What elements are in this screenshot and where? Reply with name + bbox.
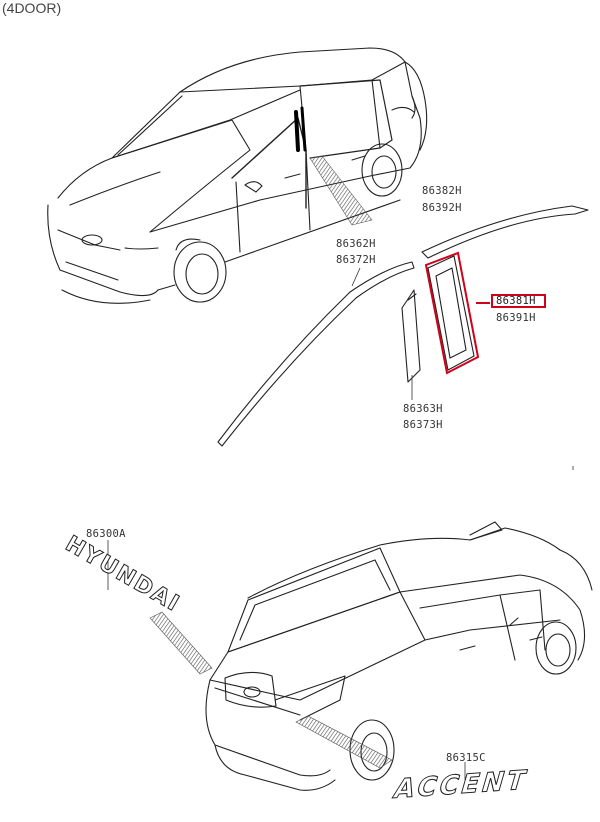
hyundai-wordmark: HYUNDAI [61, 532, 184, 618]
accent-emblem: ACCENT [390, 764, 533, 805]
rear-car-illustration [205, 521, 593, 791]
part-label-86373h: 86373H [403, 419, 443, 431]
part-label-86300a: 86300A [86, 528, 126, 540]
part-label-86363h: 86363H [403, 403, 443, 415]
accent-wordmark: ACCENT [390, 765, 532, 805]
part-label-86381h: 86381H [496, 295, 536, 307]
leader-lines-bottom [107, 540, 466, 780]
highlight-outline [424, 251, 490, 375]
part-label-86362h: 86362H [336, 238, 376, 250]
molding-parts [217, 205, 589, 447]
variant-label: (4DOOR) [2, 0, 62, 16]
highlight-label-box [491, 294, 546, 308]
part-label-86315c: 86315C [446, 752, 486, 764]
part-label-86392h: 86392H [422, 202, 462, 214]
emblem-leaders [149, 611, 393, 769]
part-label-86391h: 86391H [496, 312, 536, 324]
front-car-illustration [47, 47, 428, 304]
part-label-86382h: 86382H [422, 185, 462, 197]
hyundai-emblem: HYUNDAI [61, 531, 185, 618]
part-label-86372h: 86372H [336, 254, 376, 266]
leader-lines-top [351, 267, 574, 470]
